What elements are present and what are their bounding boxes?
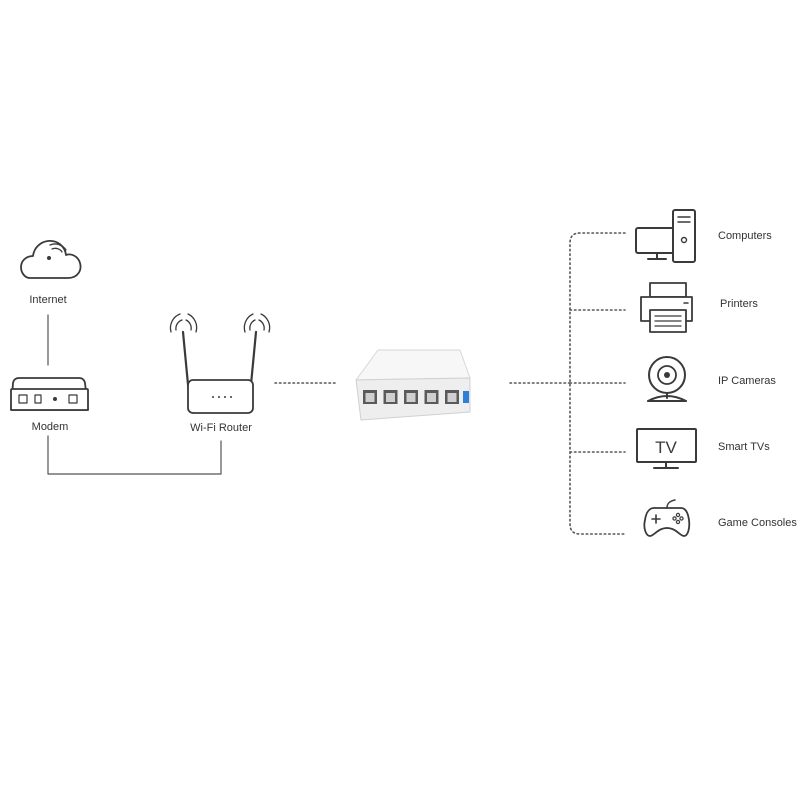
webcam-icon xyxy=(647,356,687,402)
switch-port xyxy=(383,390,398,404)
device-label-printers: Printers xyxy=(720,298,758,310)
switch-port xyxy=(445,390,459,404)
device-label-tvs: Smart TVs xyxy=(718,441,770,453)
switch-port xyxy=(363,390,377,404)
switch-ports xyxy=(363,390,459,404)
modem-label: Modem xyxy=(31,421,69,433)
device-bus-line xyxy=(569,232,626,535)
router-label: Wi-Fi Router xyxy=(190,422,252,434)
ethernet-switch-icon xyxy=(355,349,471,421)
switch-port xyxy=(404,390,418,404)
tv-icon: TV xyxy=(636,428,697,469)
gamepad-icon xyxy=(643,499,691,537)
modem-icon xyxy=(10,377,89,411)
device-label-computers: Computers xyxy=(718,230,772,242)
switch-port xyxy=(424,390,439,404)
tv-screen-text: TV xyxy=(655,438,677,457)
router-icon xyxy=(169,313,271,414)
device-label-consoles: Game Consoles xyxy=(718,517,797,529)
computer-icon xyxy=(635,209,696,263)
cloud-icon xyxy=(20,240,82,279)
printer-icon xyxy=(640,282,693,333)
modem-router-cable xyxy=(47,435,222,475)
connection-lines xyxy=(47,232,626,535)
device-label-cameras: IP Cameras xyxy=(718,375,776,387)
internet-label: Internet xyxy=(29,294,67,306)
